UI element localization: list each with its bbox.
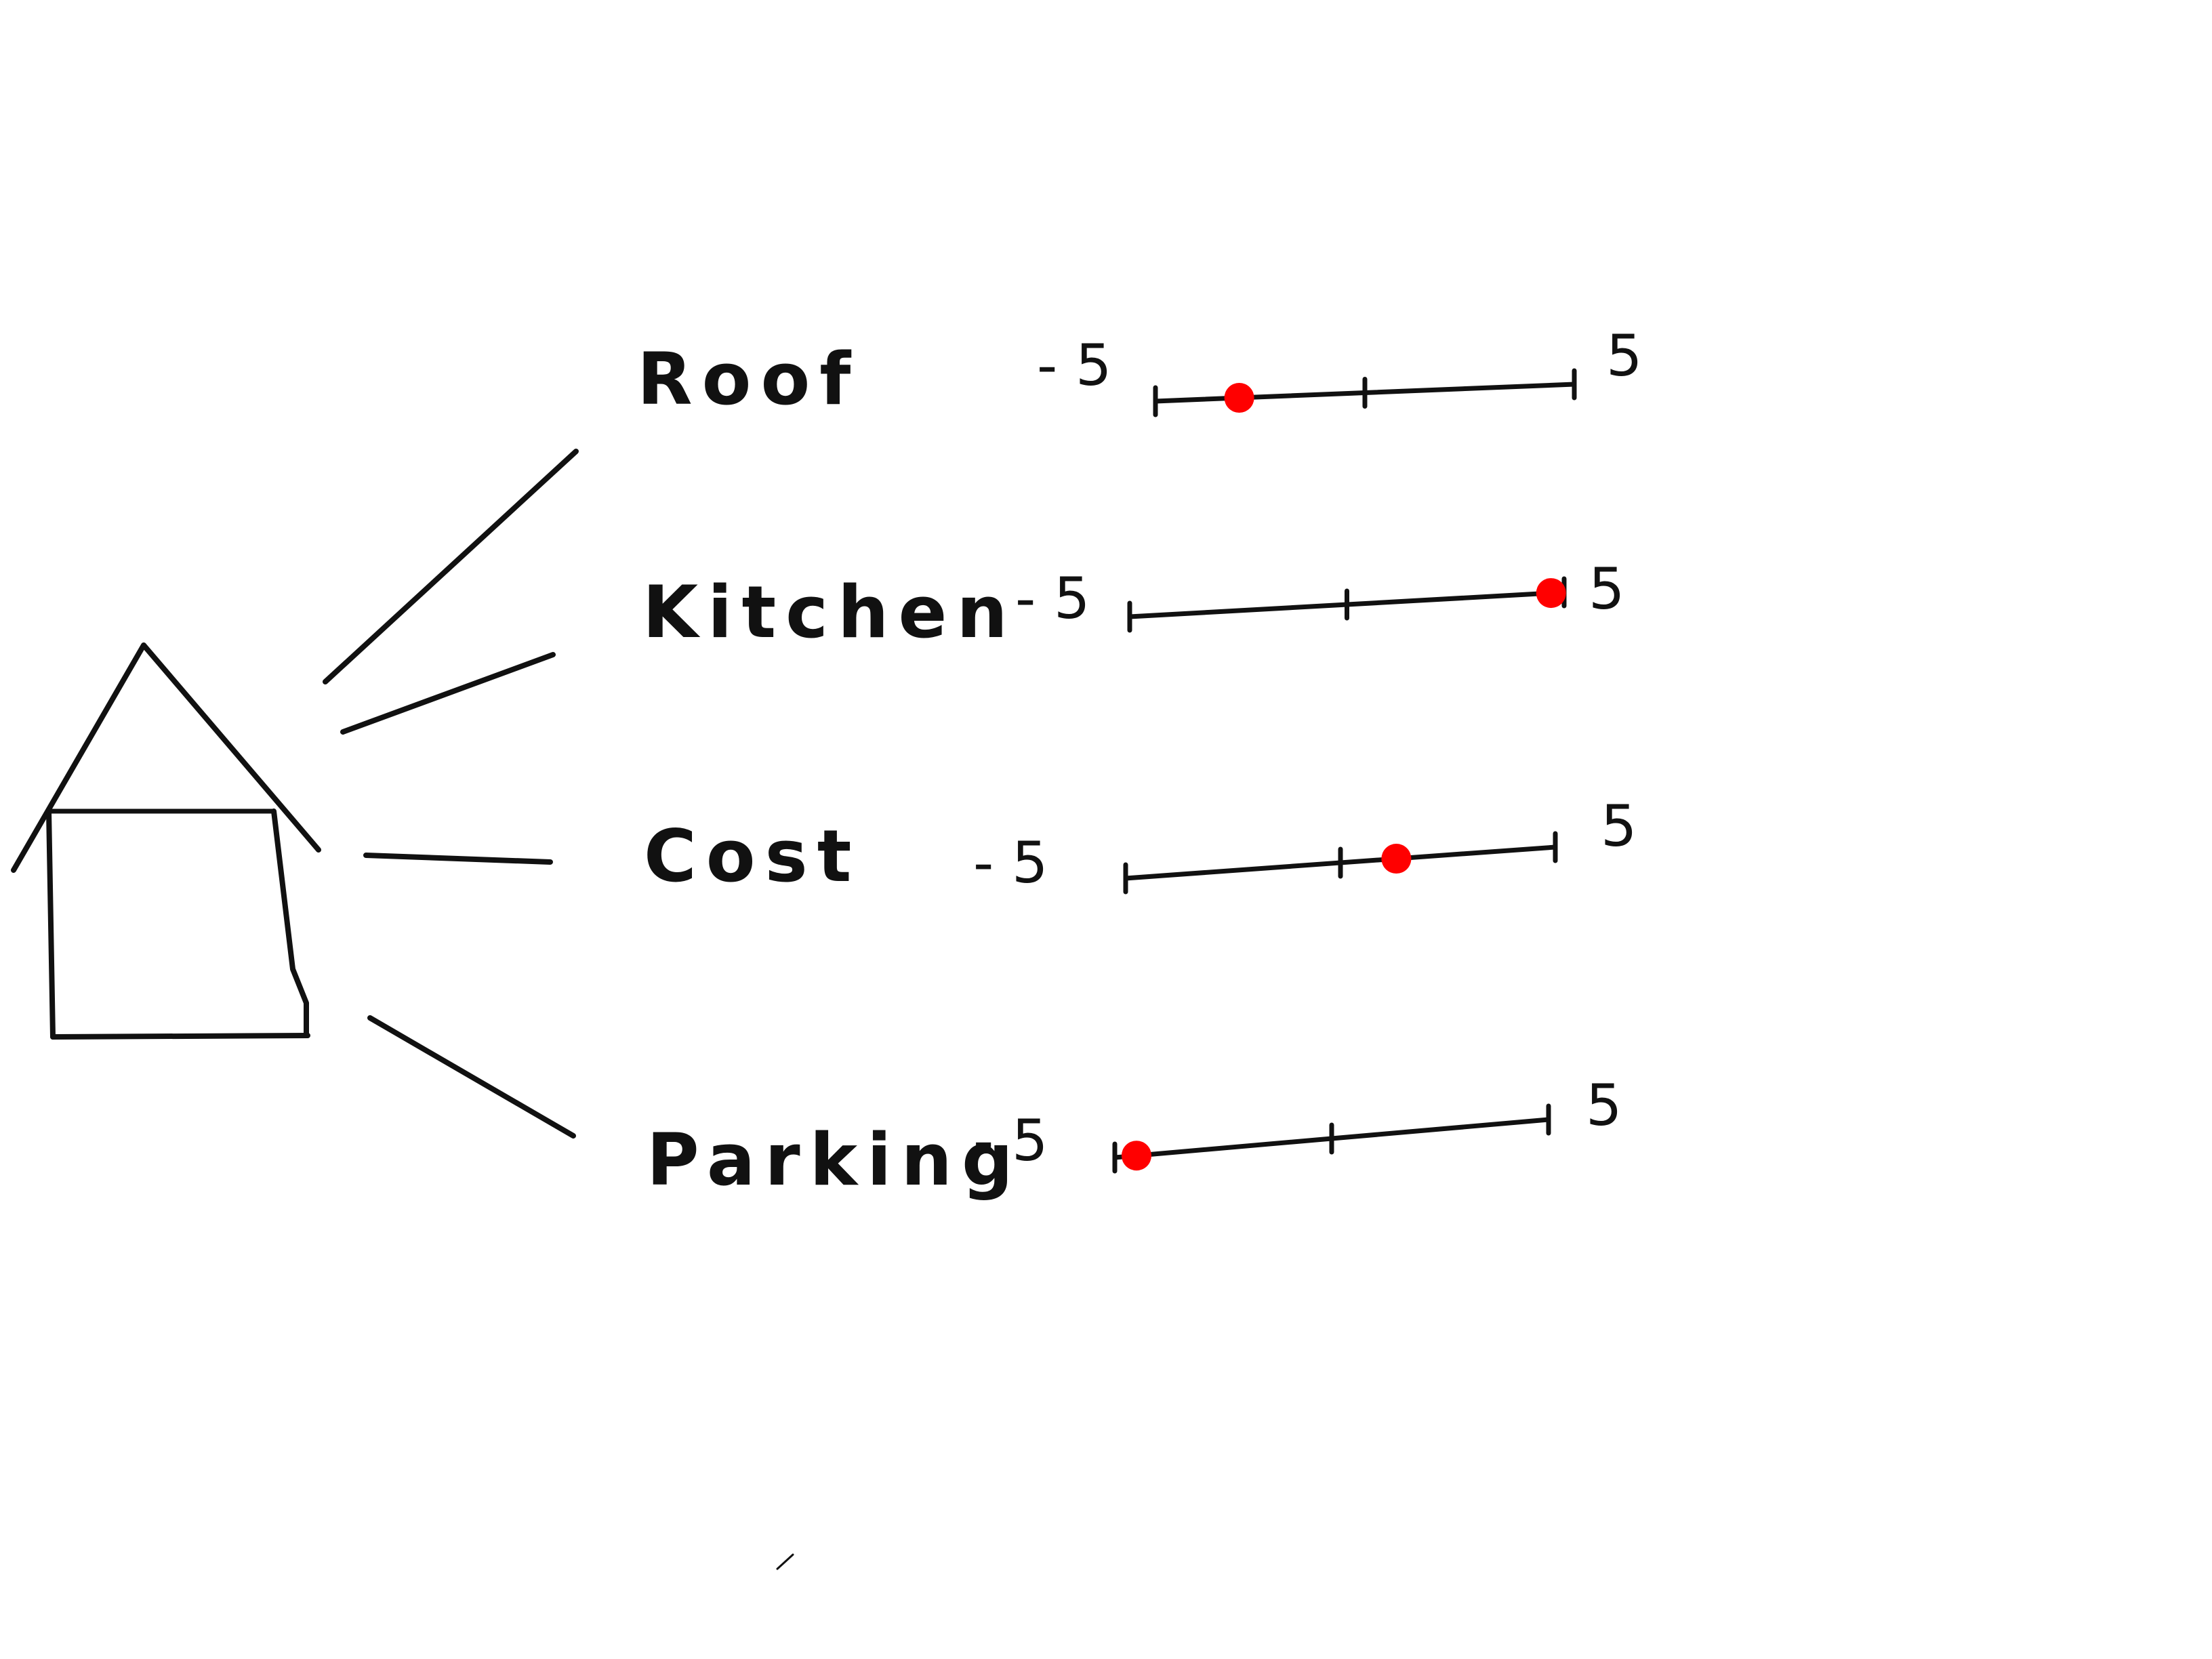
- connector-cost: [363, 853, 553, 865]
- rating-marker-roof: [1224, 383, 1254, 413]
- rating-scale-kitchen: [1127, 576, 1567, 633]
- connector-kitchen: [340, 652, 556, 735]
- rating-scale-roof: [1153, 368, 1577, 417]
- rating-row-cost: Cost - 5 5: [644, 793, 1637, 898]
- scale-max-label-cost: 5: [1601, 793, 1637, 859]
- scale-min-label-cost: - 5: [973, 830, 1048, 896]
- house-left-wall: [46, 808, 56, 1040]
- connector-roof: [323, 449, 579, 684]
- rating-row-roof: Roof - 5 5: [637, 323, 1642, 421]
- rating-scale-parking: [1112, 1103, 1551, 1174]
- connector-parking: [367, 1015, 576, 1139]
- scale-max-label-roof: 5: [1606, 323, 1642, 389]
- row-label-roof: Roof: [637, 337, 860, 421]
- rating-row-parking: Parking - 5 5: [647, 1072, 1622, 1202]
- scale-min-label-parking: - 5: [973, 1107, 1048, 1174]
- scale-max-label-parking: 5: [1586, 1072, 1622, 1139]
- house-roof: [11, 642, 321, 873]
- house-floor: [50, 1033, 310, 1040]
- connector-lines: [323, 449, 579, 1139]
- rating-marker-cost: [1381, 844, 1412, 874]
- rating-marker-kitchen: [1536, 578, 1566, 609]
- scale-max-label-kitchen: 5: [1589, 556, 1624, 622]
- scale-min-label-roof: - 5: [1037, 332, 1111, 398]
- house-right-wall: [271, 808, 309, 1038]
- house-icon: [11, 642, 321, 1040]
- rating-marker-parking: [1122, 1141, 1151, 1171]
- stray-pen-mark: [776, 1553, 794, 1570]
- row-label-cost: Cost: [644, 815, 861, 898]
- scale-min-label-kitchen: - 5: [1015, 565, 1090, 632]
- rating-rows: Roof - 5 5 Kitchen - 5 5 Cost - 5 5 Park…: [637, 323, 1642, 1202]
- row-label-kitchen: Kitchen: [642, 571, 1017, 654]
- rating-row-kitchen: Kitchen - 5 5: [642, 556, 1624, 654]
- row-label-parking: Parking: [647, 1118, 1023, 1202]
- rating-scale-cost: [1123, 831, 1558, 895]
